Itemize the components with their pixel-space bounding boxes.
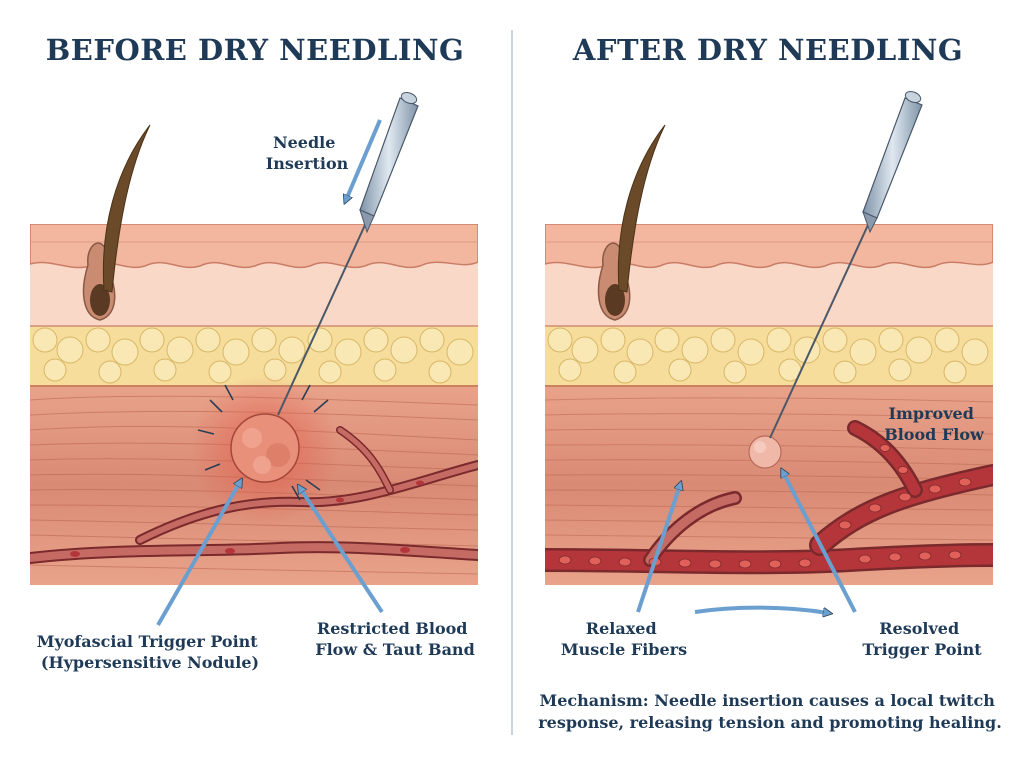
tension-rays [197, 384, 329, 501]
arrow-restricted [300, 488, 384, 614]
needle [769, 90, 923, 439]
label-needle-insertion: Needle Insertion [266, 133, 349, 173]
label-resolved: Resolved Trigger Point [862, 619, 982, 659]
arrow-relaxed [636, 485, 680, 613]
label-trigger-point: Myofascial Trigger Point (Hypersensitive… [37, 632, 264, 672]
blood-vessels-narrow [30, 426, 478, 564]
needle [277, 91, 419, 416]
label-restricted: Restricted Blood Flow & Taut Band [315, 619, 475, 659]
insertion-arrow [346, 119, 382, 200]
before-title: BEFORE DRY NEEDLING [46, 33, 465, 67]
trigger-nodule [230, 413, 300, 483]
label-relaxed: Relaxed Muscle Fibers [561, 619, 687, 659]
before-panel: BEFORE DRY NEEDLING [30, 33, 478, 672]
resolved-nodule [748, 435, 782, 469]
fat-cells [547, 327, 989, 384]
arrow-trigger-point [156, 482, 240, 626]
label-improved-blood-flow: Improved Blood Flow [884, 404, 985, 444]
hair-shaft [617, 124, 666, 293]
fat-cells [32, 327, 474, 384]
arrow-resolved [783, 472, 857, 613]
after-panel: AFTER DRY NEEDLING [538, 33, 1002, 732]
flow-arrow [694, 605, 828, 613]
after-title: AFTER DRY NEEDLING [572, 33, 963, 67]
before-tissue [30, 224, 478, 585]
hair-shaft [102, 124, 151, 293]
mechanism-text: Mechanism: Needle insertion causes a loc… [538, 691, 1002, 732]
